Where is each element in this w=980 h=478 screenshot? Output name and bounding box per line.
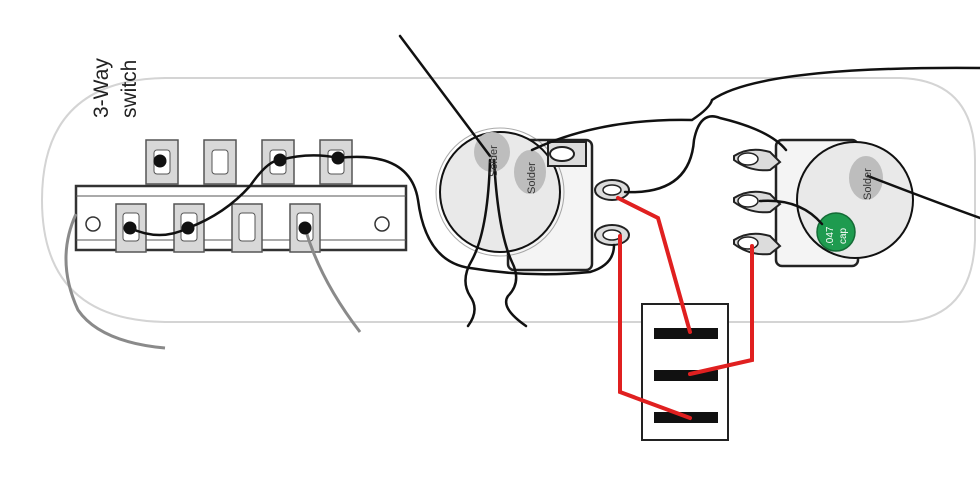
volume-pot (435, 127, 594, 272)
solder-dot-switch-top-1 (153, 154, 167, 168)
volume-pot-lug-ground (547, 141, 587, 167)
volume-pot-lug-input (594, 224, 630, 246)
switch-label-line1: 3-Way (90, 58, 113, 118)
solder-dot-switch-bottom-2 (181, 221, 195, 235)
volume-pot-lug-output (594, 179, 630, 201)
tone-capacitor (816, 212, 856, 252)
wire-switch-jumper-b (186, 158, 282, 230)
switch-label-line2: switch (118, 60, 141, 118)
volume-solder-blob-side (514, 150, 546, 194)
wire-tone-lug-to-cap (758, 199, 824, 226)
wire-red-volume-to-jack-bottom (618, 234, 692, 420)
solder-dot-switch-top-3 (273, 153, 287, 167)
wire-gray-switch-left (64, 213, 166, 350)
volume-solder-blob-top (474, 132, 510, 172)
tone-pot-lug-3 (733, 232, 782, 256)
switch-mount-hole-left (85, 216, 101, 232)
switch-mount-hole-right (374, 216, 390, 232)
tone-pot-lug-2 (733, 190, 782, 214)
tone-solder-blob (849, 156, 883, 200)
switch-lug-top-2 (203, 139, 237, 185)
wire-ground-lead-right (492, 158, 528, 328)
wire-volume-output-loop (623, 115, 788, 194)
wire-red-volume-to-jack-top (616, 196, 692, 334)
wire-switch-to-volume (336, 155, 616, 276)
wire-gray-switch-right (303, 227, 362, 333)
output-jack (641, 303, 729, 441)
jack-lug-middle (654, 370, 718, 381)
switch-lug-bottom-1 (115, 203, 147, 253)
solder-dot-switch-bottom-4 (298, 221, 312, 235)
wire-red-tone-to-jack-middle (688, 244, 754, 376)
switch-lug-bottom-3 (231, 203, 263, 253)
jack-lug-top (654, 328, 718, 339)
tone-solder-label: Solder (862, 168, 874, 200)
control-plate-outline (40, 77, 976, 323)
volume-solder-label-top: Solder (488, 145, 500, 177)
tone-pot (774, 138, 914, 268)
capacitor-value-label: .047 (825, 226, 836, 246)
wire-neck-lead (398, 34, 492, 158)
solder-dot-switch-top-4 (331, 151, 345, 165)
solder-dot-switch-bottom-1 (123, 221, 137, 235)
tone-pot-body (796, 141, 914, 259)
wire-ground-lead-left (464, 158, 492, 328)
tone-pot-lug-1 (733, 148, 782, 172)
capacitor-unit-label: cap (838, 227, 849, 244)
volume-solder-label-side: Solder (526, 162, 538, 194)
wire-tone-to-edge (866, 174, 980, 220)
wire-volume-to-tone-top (530, 66, 980, 152)
